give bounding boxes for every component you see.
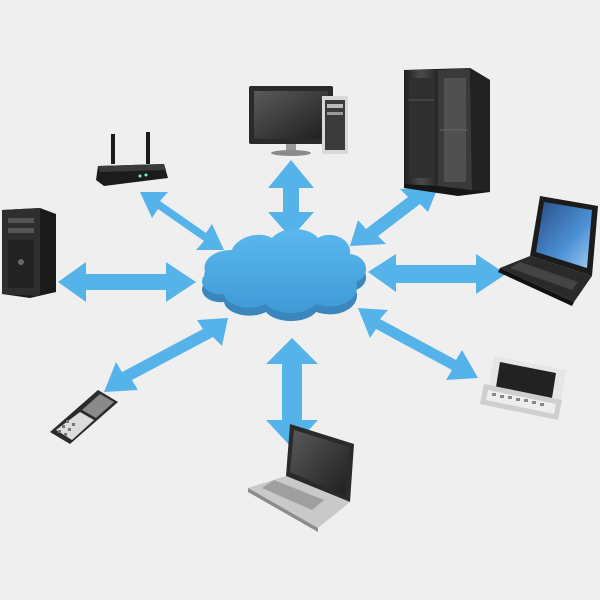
cloud-icon xyxy=(202,229,367,321)
laptop-icon xyxy=(498,196,598,306)
server-rack-icon xyxy=(404,68,490,196)
arrow-to-server xyxy=(350,187,438,246)
mobile-phone-icon xyxy=(50,390,118,444)
arrow-to-tower-pc xyxy=(58,262,196,302)
arrow-to-desktop xyxy=(268,160,314,238)
desktop-computer-icon xyxy=(249,86,348,156)
laptop-icon xyxy=(248,424,354,532)
arrow-to-silver-laptop xyxy=(266,338,318,448)
tower-pc-icon xyxy=(2,208,56,298)
connection-arrows xyxy=(58,160,506,448)
arrow-to-laptop xyxy=(368,254,506,294)
arrow-to-router xyxy=(140,192,224,250)
smartphone-icon xyxy=(480,356,566,420)
arrow-to-mobile-phone xyxy=(104,318,228,392)
arrow-to-smartphone xyxy=(358,308,478,380)
router-icon xyxy=(96,132,168,186)
